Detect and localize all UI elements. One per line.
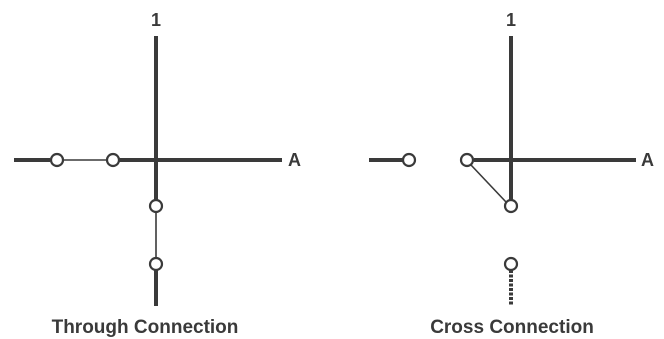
through-vertical-label: 1 xyxy=(151,10,161,30)
cross-terminal-vertical-lower xyxy=(503,256,519,272)
through-terminal-vertical-upper xyxy=(148,198,164,214)
cross-terminal-left-outer xyxy=(401,152,417,168)
cross-terminal-vertical-upper xyxy=(503,198,519,214)
through-horizontal-label: A xyxy=(288,150,301,170)
through-connection-caption: Through Connection xyxy=(52,317,239,338)
cross-connection-caption: Cross Connection xyxy=(430,317,594,338)
through-terminal-left-inner xyxy=(105,152,121,168)
cross-connection-diagram: 1 A Cross Connection xyxy=(369,10,654,338)
cross-diagonal-jumper xyxy=(470,164,507,203)
through-connection-diagram: 1 A Through Connection xyxy=(14,10,301,338)
cross-terminal-left-inner xyxy=(459,152,475,168)
cross-vertical-label: 1 xyxy=(506,10,516,30)
through-terminal-vertical-lower xyxy=(148,256,164,272)
through-terminal-left-outer xyxy=(49,152,65,168)
cross-horizontal-label: A xyxy=(641,150,654,170)
